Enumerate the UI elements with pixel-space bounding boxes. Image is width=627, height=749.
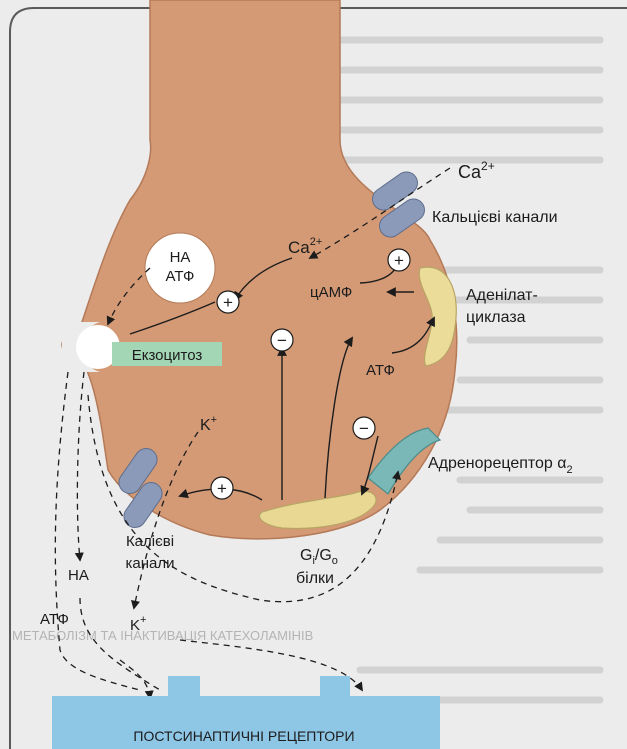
ca-outside-label: Ca2+ bbox=[458, 159, 495, 182]
minus-sign-cyclase: − bbox=[353, 417, 375, 439]
postsynaptic-label: ПОСТСИНАПТИЧНІ РЕЦЕПТОРИ bbox=[133, 728, 354, 744]
background-heading: МЕТАБОЛІЗМ ТА ІНАКТИВАЦІЯ КАТЕХОЛАМІНІВ bbox=[12, 628, 313, 643]
adenylate-cyclase-label-2: циклаза bbox=[466, 309, 526, 326]
minus-sign-cyclase-glyph: − bbox=[359, 419, 369, 438]
na-released-label: НА bbox=[68, 567, 89, 584]
plus-sign-camp: + bbox=[388, 249, 410, 271]
camp-label: цАМФ bbox=[310, 284, 352, 301]
minus-sign-calcium: − bbox=[271, 329, 293, 351]
atp-inside-label: АТФ bbox=[366, 362, 395, 379]
plus-sign-potassium: + bbox=[211, 477, 233, 499]
dashed-release-to-postsynaptic-left bbox=[120, 660, 150, 698]
potassium-channels-label-1: Калієві bbox=[126, 533, 174, 550]
plus-sign-camp-glyph: + bbox=[394, 251, 404, 270]
vesicle-atp-label: АТФ bbox=[166, 268, 195, 285]
g-proteins-label-1: Gi/Go bbox=[300, 547, 338, 567]
plus-sign-vesicle: + bbox=[217, 291, 239, 313]
g-proteins-label-2: білки bbox=[296, 570, 334, 587]
adrenoreceptor-label: Адренорецептор α2 bbox=[428, 455, 573, 476]
plus-sign-potassium-glyph: + bbox=[217, 479, 227, 498]
plus-sign-vesicle-glyph: + bbox=[223, 293, 233, 312]
adenylate-cyclase-label-1: Аденілат- bbox=[466, 287, 538, 304]
minus-sign-calcium-glyph: − bbox=[277, 331, 287, 350]
atp-released-label: АТФ bbox=[40, 611, 69, 628]
vesicle-na-label: НА bbox=[170, 249, 191, 266]
potassium-channels-label-2: канали bbox=[126, 555, 175, 572]
calcium-channels-label: Кальцієві канали bbox=[432, 209, 558, 226]
exocytosis-label: Екзоцитоз bbox=[132, 347, 203, 364]
dashed-na-release bbox=[77, 372, 84, 560]
